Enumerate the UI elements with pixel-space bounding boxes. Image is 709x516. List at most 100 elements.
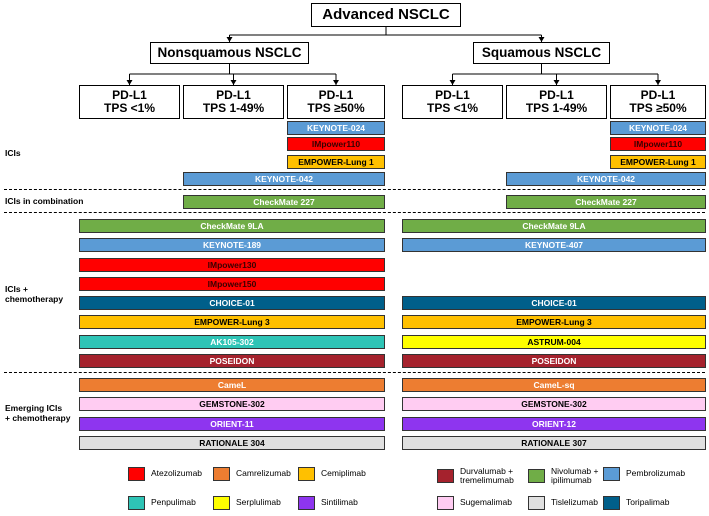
trial-bar: KEYNOTE-024 — [287, 121, 385, 135]
legend-label: Penpulimab — [151, 497, 196, 508]
section-label-icis: ICIs — [5, 148, 21, 158]
trial-bar: KEYNOTE-024 — [610, 121, 706, 135]
trial-bar: KEYNOTE-042 — [506, 172, 706, 186]
legend-label: Serplulimab — [236, 497, 281, 508]
legend-item: Sugemalimab — [437, 496, 512, 510]
trial-bar: AK105-302 — [79, 335, 385, 349]
trial-bar: CheckMate 227 — [183, 195, 385, 209]
trial-bar: IMpower150 — [79, 277, 385, 291]
trial-bar: POSEIDON — [79, 354, 385, 368]
tps-line1: PD-L1 — [318, 88, 354, 103]
legend-item: Atezolizumab — [128, 467, 202, 481]
legend-label: Durvalumab + tremelimumab — [460, 466, 514, 486]
legend-label: Sintilimab — [321, 497, 358, 508]
legend-swatch — [213, 467, 230, 481]
legend-swatch — [528, 496, 545, 510]
tps-line1: PD-L1 — [216, 88, 251, 103]
tps-line2: TPS 1-49% — [202, 101, 265, 115]
tps-line2: TPS ≥50% — [307, 101, 365, 115]
legend-label: Tislelizumab — [551, 497, 598, 508]
section-label-icis-chemotherapy: ICIs + chemotherapy — [5, 284, 64, 304]
trial-bar: KEYNOTE-042 — [183, 172, 385, 186]
legend-label: Nivolumab + ipilimumab — [551, 466, 599, 486]
legend-swatch — [213, 496, 230, 510]
legend-label: Camrelizumab — [236, 468, 291, 479]
title-box: Advanced NSCLC — [311, 3, 461, 27]
trial-bar: ORIENT-11 — [79, 417, 385, 431]
trial-bar: EMPOWER-Lung 1 — [610, 155, 706, 169]
trial-bar: CheckMate 9LA — [79, 219, 385, 233]
tps-line2: TPS <1% — [426, 101, 479, 115]
section-separator — [4, 189, 705, 190]
section-separator — [4, 372, 705, 373]
trial-bar: KEYNOTE-189 — [79, 238, 385, 252]
connector-arrowhead — [126, 80, 133, 85]
legend-label: Pembrolizumab — [626, 468, 686, 479]
connector-arrowhead — [333, 80, 339, 85]
tps-line1: PD-L1 — [112, 88, 147, 103]
legend-item: Cemiplimab — [298, 467, 366, 481]
legend-swatch — [437, 496, 454, 510]
legend-item: Sintilimab — [298, 496, 358, 510]
tps-line2: TPS <1% — [103, 101, 156, 115]
trial-bar: RATIONALE 307 — [402, 436, 706, 450]
branch-nonsquamous: Nonsquamous NSCLC — [150, 42, 309, 64]
legend-swatch — [128, 467, 145, 481]
trial-bar: ASTRUM-004 — [402, 335, 706, 349]
legend-item: Camrelizumab — [213, 467, 291, 481]
trial-bar: CHOICE-01 — [402, 296, 706, 310]
trial-bar: CameL-sq — [402, 378, 706, 392]
trial-bar: RATIONALE 304 — [79, 436, 385, 450]
trial-bar: IMpower110 — [610, 137, 706, 151]
legend-item: Durvalumab + tremelimumab — [437, 466, 514, 486]
tps-line1: PD-L1 — [435, 88, 470, 103]
legend-item: Nivolumab + ipilimumab — [528, 466, 599, 486]
trial-bar: CHOICE-01 — [79, 296, 385, 310]
connector-arrowhead — [226, 37, 233, 42]
trial-bar: EMPOWER-Lung 3 — [79, 315, 385, 329]
legend-item: Serplulimab — [213, 496, 281, 510]
legend-item: Penpulimab — [128, 496, 196, 510]
trial-bar: IMpower130 — [79, 258, 385, 272]
connector-arrowhead — [538, 37, 545, 42]
connector-arrowhead — [230, 80, 237, 85]
trial-bar: GEMSTONE-302 — [79, 397, 385, 411]
trial-bar: EMPOWER-Lung 1 — [287, 155, 385, 169]
trial-bar: ORIENT-12 — [402, 417, 706, 431]
legend-swatch — [128, 496, 145, 510]
trial-bar: GEMSTONE-302 — [402, 397, 706, 411]
section-label-emerging: Emerging ICIs + chemotherapy — [5, 403, 71, 423]
trial-bar: EMPOWER-Lung 3 — [402, 315, 706, 329]
tps-line1: PD-L1 — [539, 88, 574, 103]
connector-arrowhead — [655, 80, 661, 85]
legend-swatch — [603, 496, 620, 510]
tps-line2: TPS ≥50% — [629, 101, 687, 115]
section-label-icis-combination: ICIs in combination — [5, 196, 84, 206]
legend-item: Pembrolizumab — [603, 467, 685, 481]
section-separator — [4, 212, 705, 213]
legend-label: Cemiplimab — [321, 468, 366, 479]
trial-bar: KEYNOTE-407 — [402, 238, 706, 252]
legend-label: Sugemalimab — [460, 497, 512, 508]
tps-line1: PD-L1 — [640, 88, 676, 103]
trial-bar: POSEIDON — [402, 354, 706, 368]
trial-bar: CameL — [79, 378, 385, 392]
trial-bar: CheckMate 9LA — [402, 219, 706, 233]
branch-squamous: Squamous NSCLC — [473, 42, 610, 64]
legend-swatch — [528, 469, 545, 484]
legend-item: Tislelizumab — [528, 496, 598, 510]
legend-swatch — [437, 469, 454, 484]
branch-label: Squamous NSCLC — [481, 44, 602, 60]
diagram-title: Advanced NSCLC — [322, 6, 450, 24]
legend-swatch — [298, 467, 315, 481]
legend-label: Atezolizumab — [151, 468, 203, 479]
connector-arrowhead — [449, 80, 456, 85]
